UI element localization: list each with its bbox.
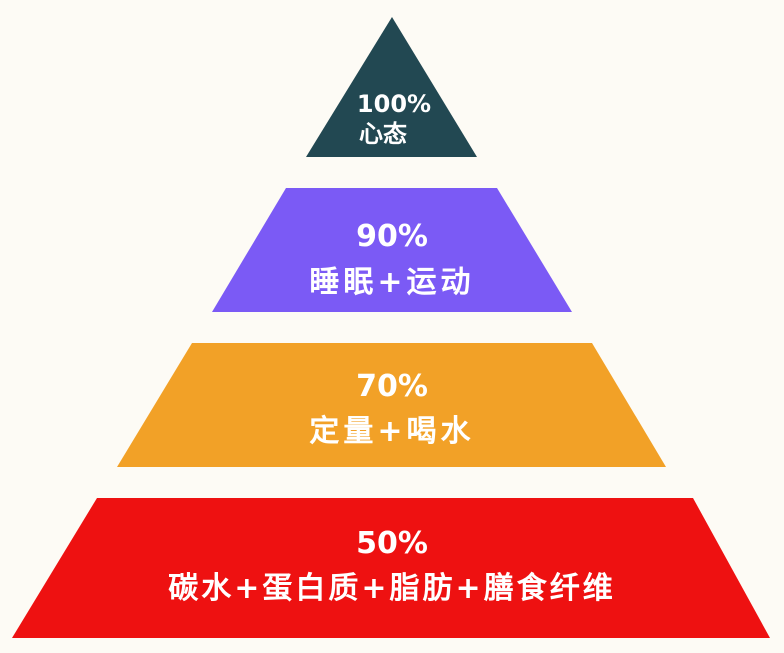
level-2-percent: 90% [356, 219, 428, 254]
pyramid-level-3 [117, 343, 666, 467]
level-3-label: 定量+喝水 [309, 414, 474, 449]
level-2-label: 睡眠+运动 [309, 265, 474, 300]
level-4-label: 碳水+蛋白质+脂肪+膳食纤维 [168, 571, 615, 606]
pyramid-level-2 [212, 188, 572, 312]
pyramid-level-base [12, 498, 770, 638]
level-1-percent: 100% [357, 90, 431, 118]
pyramid-level-top [306, 17, 477, 157]
level-1-label: 心态 [359, 120, 407, 148]
level-3-percent: 70% [356, 369, 428, 404]
level-4-percent: 50% [356, 526, 428, 561]
